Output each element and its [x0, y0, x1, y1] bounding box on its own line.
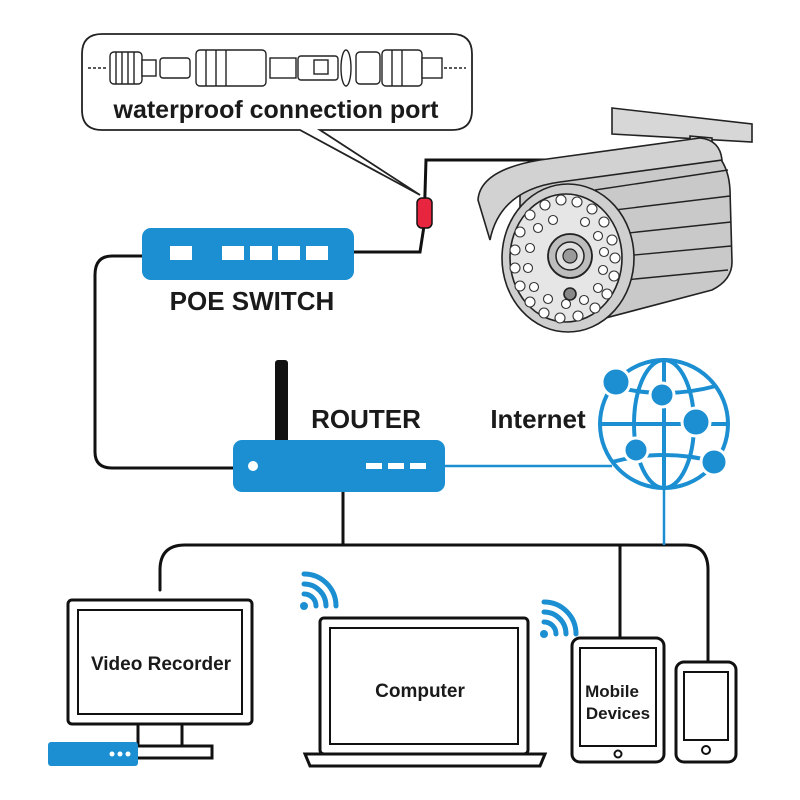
switch-label: POE SWITCH: [170, 286, 335, 316]
ir-leds: [509, 194, 621, 324]
connector-callout: waterproof connection port: [81, 33, 473, 196]
switch-port: [250, 246, 272, 260]
switch-port: [278, 246, 300, 260]
switch-icon: [142, 228, 354, 280]
router-led: [248, 461, 258, 471]
connector-red-marker: [416, 197, 433, 229]
laptop-icon: Computer: [302, 616, 548, 768]
phone-icon: [674, 660, 738, 764]
switch-port: [222, 246, 244, 260]
video-recorder: Video Recorder: [48, 598, 254, 766]
connector-label: waterproof connection port: [113, 96, 440, 124]
switch-port: [306, 246, 328, 260]
internet-link: [445, 464, 666, 545]
router-icon: ROUTER: [233, 360, 445, 492]
router-antenna: [275, 360, 288, 450]
recorder-label: Video Recorder: [91, 654, 232, 675]
nvr-leds: [109, 751, 131, 757]
switch-port: [170, 246, 192, 260]
router-indicators: [366, 463, 426, 469]
computer-label: Computer: [375, 681, 465, 702]
tablet-icon: Mobile Devices: [570, 636, 666, 764]
cable-switch-router: [93, 254, 237, 470]
monitor-neck: [136, 722, 184, 748]
mobile-label-line2: Devices: [586, 704, 650, 723]
connector-illustration: [88, 49, 466, 87]
mobile-label-line1: Mobile: [585, 682, 639, 701]
wifi-icon: [540, 599, 579, 638]
switch-ports: [170, 246, 328, 260]
nvr-box: [48, 742, 138, 766]
internet-label: Internet: [490, 404, 586, 434]
camera-icon: [477, 107, 753, 333]
router-label: ROUTER: [311, 404, 421, 434]
poe-switch: POE SWITCH: [142, 228, 354, 316]
globe-nodes: [600, 366, 729, 477]
router-body: [233, 440, 445, 492]
cable-bus: [158, 543, 710, 664]
wifi-icon: [300, 571, 339, 610]
